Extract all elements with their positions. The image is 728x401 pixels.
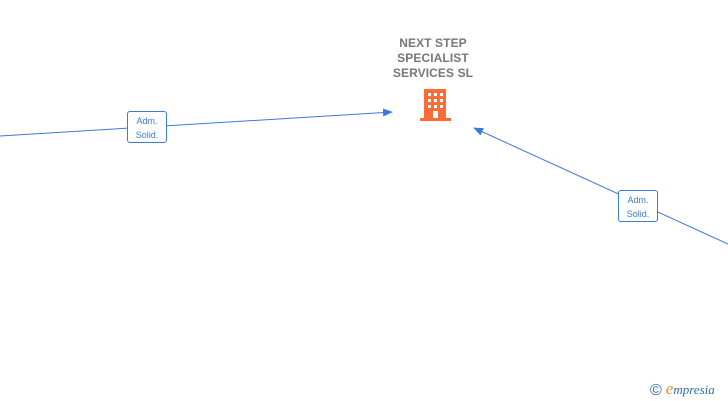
edge-label-right-line-1: Adm. [627,195,649,205]
brand-name: mpresia [673,382,715,397]
empresia-watermark: ©empresia [650,379,715,399]
edge-label-right-line-2: Solid. [626,209,650,219]
edge-label-left-line-2: Solid. [135,130,159,140]
edge-label-left-line-1: Adm. [136,116,158,126]
building-icon [420,89,451,121]
edge-label-left: Adm. Solid. [127,111,167,143]
edge-line-right [473,127,728,245]
company-name[interactable]: NEXT STEP SPECIALIST SERVICES SL [373,36,493,81]
company-name-line-3: SERVICES SL [392,66,474,80]
copyright-icon: © [650,382,662,399]
company-name-line-1: NEXT STEP [399,36,467,50]
brand-initial: e [665,379,674,398]
company-name-line-2: SPECIALIST [397,51,469,65]
edge-line-left [0,108,393,137]
edge-label-right: Adm. Solid. [618,190,658,222]
